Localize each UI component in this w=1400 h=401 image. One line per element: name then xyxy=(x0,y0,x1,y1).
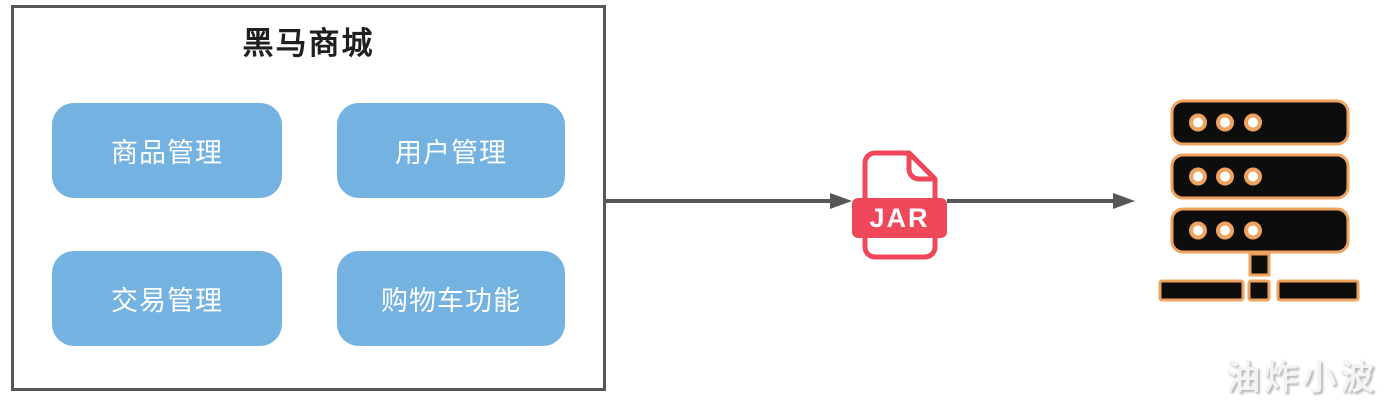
server-led xyxy=(1189,221,1207,240)
server-led xyxy=(1216,167,1234,186)
file-fold-corner xyxy=(906,150,938,182)
jar-file-icon: JAR xyxy=(852,150,947,260)
server-led xyxy=(1244,113,1262,132)
server-stem xyxy=(1248,252,1271,277)
server-icon xyxy=(1158,99,1360,302)
arrow-head-icon xyxy=(830,193,852,209)
arrow-head-icon xyxy=(1113,193,1135,209)
server-led xyxy=(1244,167,1262,186)
server-led xyxy=(1189,167,1207,186)
arrow-box-to-jar xyxy=(606,193,852,209)
module-product-management: 商品管理 xyxy=(52,103,282,198)
server-base-center xyxy=(1247,279,1271,302)
server-led xyxy=(1216,221,1234,240)
server-led xyxy=(1216,113,1234,132)
server-led xyxy=(1244,221,1262,240)
server-base-left xyxy=(1158,279,1245,302)
mall-box: 黑马商城 商品管理 用户管理 交易管理 购物车功能 xyxy=(11,5,606,391)
server-base-right xyxy=(1276,279,1360,302)
jar-label-badge: JAR xyxy=(852,198,947,238)
module-cart-feature: 购物车功能 xyxy=(337,251,565,346)
arrow-jar-to-server xyxy=(947,193,1135,209)
module-user-management: 用户管理 xyxy=(337,103,565,198)
mall-title: 黑马商城 xyxy=(242,26,375,61)
module-trade-management: 交易管理 xyxy=(52,251,282,346)
watermark-text: 油炸小波 xyxy=(1226,359,1378,397)
server-led xyxy=(1189,113,1207,132)
